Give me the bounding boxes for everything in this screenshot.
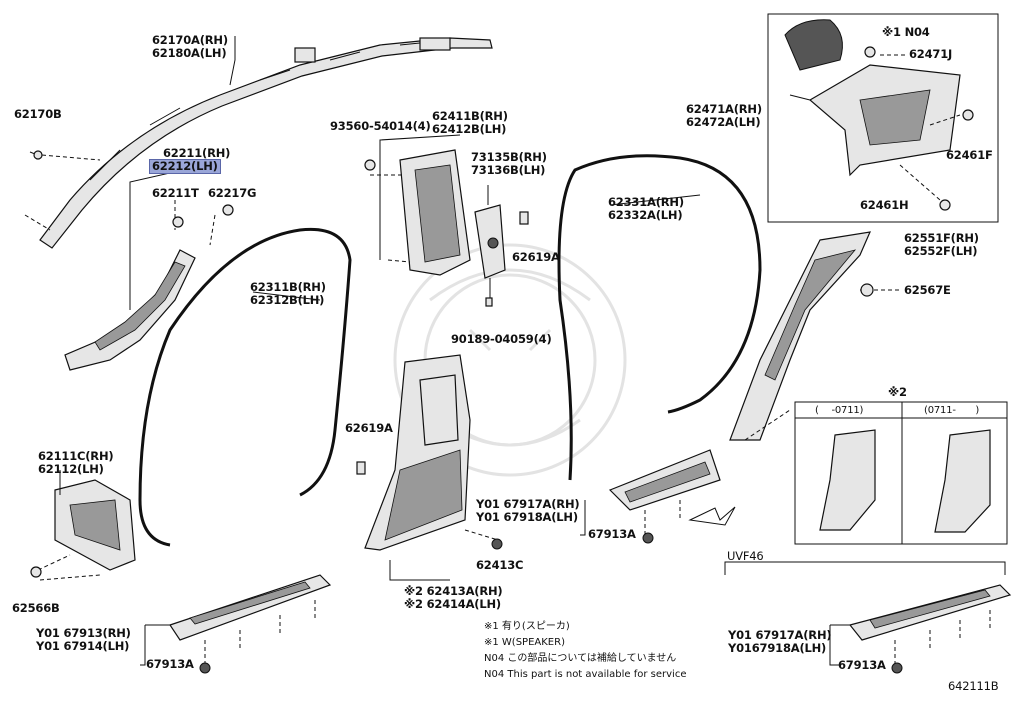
label-62211rh: 62211(RH) (163, 146, 231, 160)
label-62331a: 62331A(RH) (608, 195, 684, 209)
label-93560: 93560-54014(4) (330, 119, 431, 133)
center-pillar-upper (399, 149, 471, 276)
label-62411b: 62411B(RH) (432, 109, 508, 123)
label-62170a: 62170A(RH) (152, 33, 228, 47)
label-67918a: Y01 67918A(LH) (476, 510, 578, 524)
label-62414a: ※2 62414A(LH) (404, 597, 501, 611)
package-tray-box (767, 13, 999, 223)
label-62412b: 62412B(LH) (432, 122, 507, 136)
label-uvf46: UVF46 (727, 549, 764, 563)
front-pillar-garnish (64, 249, 196, 371)
label-62217g: 62217G (208, 186, 257, 200)
label-62471a: 62471A(RH) (686, 102, 762, 116)
label-62211t: 62211T (152, 186, 199, 200)
label-62566b: 62566B (12, 601, 60, 615)
label-62551f: 62551F(RH) (904, 231, 979, 245)
rear-weatherstrip (557, 154, 762, 481)
label-62619a-lower: 62619A (345, 421, 393, 435)
center-pillar-lower (364, 354, 471, 551)
label-62552f: 62552F(LH) (904, 244, 978, 258)
label-col-late: (0711- ) (924, 405, 980, 416)
label-67913rh: Y01 67913(RH) (36, 626, 131, 640)
label-62311b: 62311B(RH) (250, 280, 326, 294)
label-note2: ※2 (888, 385, 907, 399)
note-4: N04 This part is not available for servi… (484, 669, 687, 680)
label-67918a-uvf: Y0167918A(LH) (728, 641, 827, 655)
quarter-trim (729, 231, 871, 441)
label-67917a: Y01 67917A(RH) (476, 497, 580, 511)
label-67913a-rear: 67913A (588, 527, 636, 541)
label-62472a: 62472A(LH) (686, 115, 761, 129)
uvf46-scuff-plate (848, 584, 1012, 641)
label-col-early: ( -0711) (815, 405, 864, 416)
variant-early (819, 429, 876, 531)
note-3: N04 この部品については補給していません (484, 653, 677, 664)
label-90189: 90189-04059(4) (451, 332, 552, 346)
front-scuff-plate (169, 574, 332, 641)
label-67913a-uvf: 67913A (838, 658, 886, 672)
label-62170b: 62170B (14, 107, 62, 121)
rear-scuff-plate (608, 449, 721, 511)
label-73135b: 73135B(RH) (471, 150, 547, 164)
label-62212lh-highlighted[interactable]: 62212(LH) (149, 159, 221, 174)
curtain-airbag (39, 37, 493, 249)
watermark-emblem (393, 243, 627, 477)
label-62332a: 62332A(LH) (608, 208, 683, 222)
package-tray-trim (784, 19, 961, 177)
variant-late (934, 429, 991, 533)
label-62619a-upper: 62619A (512, 250, 560, 264)
label-62471j: 62471J (909, 47, 953, 61)
label-62111c: 62111C(RH) (38, 449, 114, 463)
label-n04: ※1 N04 (882, 25, 930, 39)
label-67914lh: Y01 67914(LH) (36, 639, 130, 653)
label-73136b: 73136B(LH) (471, 163, 546, 177)
variant-table (794, 401, 1008, 545)
label-62112: 62112(LH) (38, 462, 104, 476)
label-62413c: 62413C (476, 558, 524, 572)
cowl-side-trim (54, 479, 136, 571)
note-1: ※1 有り(スピーカ) (484, 621, 570, 632)
diagram-id: 642111B (948, 679, 999, 693)
label-62461h: 62461H (860, 198, 909, 212)
label-62413a: ※2 62413A(RH) (404, 584, 503, 598)
label-67917a-uvf: Y01 67917A(RH) (728, 628, 832, 642)
label-62461f: 62461F (946, 148, 993, 162)
note-2: ※1 W(SPEAKER) (484, 637, 565, 648)
label-62567e: 62567E (904, 283, 951, 297)
label-62312b: 62312B(LH) (250, 293, 325, 307)
front-weatherstrip (138, 227, 352, 547)
label-67913a-front: 67913A (146, 657, 194, 671)
label-62180a: 62180A(LH) (152, 46, 227, 60)
